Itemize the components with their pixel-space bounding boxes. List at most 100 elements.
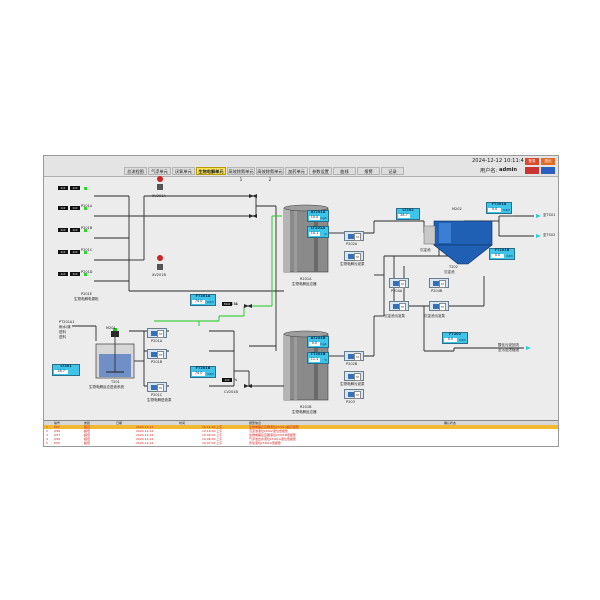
pump-p201a[interactable]: M [147,328,167,338]
top-bar: 总流程图 气浮单元 厌氧单元 生物电解单元 高效除氮单元1 高效除氮单元2 加药… [44,156,558,182]
outlet-label: 至TS01 [543,213,556,217]
pump-p204c[interactable]: M [389,301,409,311]
table-row[interactable]: 4 Q56 超低 2024-12-12 10:08:00 上午 气浮池出水液位L… [46,437,296,441]
run-indicator [84,251,87,254]
settler-tag: T202 [449,265,458,269]
exit-button[interactable]: 退出 [541,158,555,165]
pump-current-value: 0.0 [58,186,68,190]
valve-tag: CV201B [224,390,238,394]
flow-indicator-ft201a[interactable]: FT201A 74.0 m3/h [190,294,216,306]
percent-unit: % [234,302,238,306]
settings-icon[interactable] [541,167,555,174]
pump-tag: P202A [346,242,358,246]
tab-overview[interactable]: 总流程图 [124,167,147,175]
pump-current-value: 0.0 [58,250,68,254]
analyzer-at201b[interactable]: AT201B 0.0 mg/L [307,336,329,348]
tab-flotation[interactable]: 气浮单元 [148,167,171,175]
pump-p204d[interactable]: M [429,301,449,311]
settler-title: 沉淀池 [444,270,455,274]
flow-indicator-ft201b[interactable]: FT201B 74.0 m3/h [190,366,216,378]
pump-frequency-value: 0.0 [70,206,80,210]
pump-current-value: 0.0 [58,228,68,232]
tab-denitrification-1[interactable]: 高效除氮单元1 [227,167,255,182]
user-label: 用户名: [480,168,498,174]
alarm-table: 编号 类别 日期 时间 报警信息 确认状态 1 P00 超高 2024-12-1… [44,420,558,446]
pump-current-value: 0.0 [58,206,68,210]
level-indicator-lt202[interactable]: LT202 28.7 [396,208,420,220]
tab-denitrification-2[interactable]: 高效除氮单元2 [256,167,284,182]
run-indicator [84,229,87,232]
pump-p202a[interactable]: M [344,231,364,241]
level-indicator-lt201[interactable]: LT201 28.7 [52,364,80,376]
pump-tag: P201A [81,204,93,208]
pump-p203[interactable]: M [344,389,364,399]
table-row[interactable]: 5 P30 超低 2024-12-12 10:07:00 上午 厌氧液位LT30… [46,441,281,445]
inlet-label: 雨水/清 [59,325,71,329]
level-indicator-lt201a[interactable]: LT201A 10.1 m [307,226,329,238]
sludge-pump-title: 沉淀池污泥泵 [424,314,445,318]
inlet-label: PT201A1 [59,320,75,324]
process-diagram [72,176,541,401]
pump-tag: P201B [81,226,93,230]
pump-icon [348,374,355,379]
pump-icon [393,281,400,286]
flow-indicator-ft202[interactable]: FT202 0.0 m3/h [442,332,468,344]
tab-alarm[interactable]: 报警 [357,167,380,175]
alarm-table-header: 编号 类别 日期 时间 报警信息 确认状态 [44,421,558,425]
run-indicator [84,207,87,210]
table-row[interactable]: 3 Q57 超低 2024-12-12 10:09:00 上午 生物电解反应器液… [46,433,296,437]
pump-tag: P201D [81,270,93,274]
tab-bioelectrolysis[interactable]: 生物电解单元 [196,167,226,175]
mixer-tag: M202 [452,207,462,211]
percent-unit: % [234,378,238,382]
temperature-indicator-tt201b[interactable]: TT201B 11.1 ℃ [307,352,329,364]
pump-p201c[interactable]: M [147,382,167,392]
analyzer-at201a[interactable]: AT201A 10.0 mg/L [307,210,329,222]
user-name: admin [499,167,518,173]
table-row[interactable]: 2 Q56 超低 2024-12-12 10:10:00 上午 沉淀池液位LT2… [46,429,288,433]
pump-icon [348,254,355,259]
pump-tag: P203 [346,400,355,404]
flag-icon[interactable] [525,167,539,174]
pump-tag: P201C [151,393,163,397]
pump-icon [348,234,355,239]
pump-tag: P202B [346,362,358,366]
pump-icon [151,385,158,390]
tab-anaerobic[interactable]: 厌氧单元 [172,167,195,175]
pump-p202b[interactable]: M [344,351,364,361]
pump-p202b-a[interactable]: M [344,251,364,261]
run-indicator [84,187,87,190]
pump-title: 生物电解污泥泵 [340,382,365,386]
reactor-tag: R201B [300,405,312,409]
pump-p202b-b[interactable]: M [344,371,364,381]
pump-icon [151,352,158,357]
pump-icon [393,304,400,309]
pump-tag: P201E [81,292,93,296]
inlet-label: 进料 [59,335,66,339]
pump-tag: P204B [431,289,443,293]
pump-p204b[interactable]: M [429,278,449,288]
pump-tag: P204A [391,289,403,293]
reactor-title: 生物电解反应器 [292,410,317,414]
login-button[interactable]: 登录 [525,158,539,165]
pump-icon [433,281,440,286]
pump-title: 生物电解污泥泵 [340,262,365,266]
pump-p204a[interactable]: M [389,278,409,288]
tab-trend[interactable]: 曲线 [333,167,356,175]
pump-tag: P201C [81,248,93,252]
table-row[interactable]: 1 P00 超高 2024-12-12 10:11:00 上午 生物电解反应器液… [44,425,558,429]
tab-parameters[interactable]: 参数设置 [309,167,332,175]
tab-record[interactable]: 记录 [381,167,404,175]
valve-opening-value: 0.0 [222,378,232,382]
outlet-label: 酸化污泥回流 [498,343,519,347]
pump-p201b[interactable]: M [147,349,167,359]
pump-icon [348,392,355,397]
run-indicator [84,273,87,276]
pump-icon [348,354,355,359]
tab-dosing[interactable]: 加药单元 [285,167,308,175]
pump-tag: P201A [151,339,163,343]
flow-indicator-right-2[interactable]: FT201B 0.0 m3/h [489,248,515,260]
datetime: 2024-12-12 10:11:4 [472,158,524,164]
flow-indicator-right-1[interactable]: FT201A 0.0 m3/h [486,202,512,214]
outlet-label: 至TS02 [543,233,556,237]
